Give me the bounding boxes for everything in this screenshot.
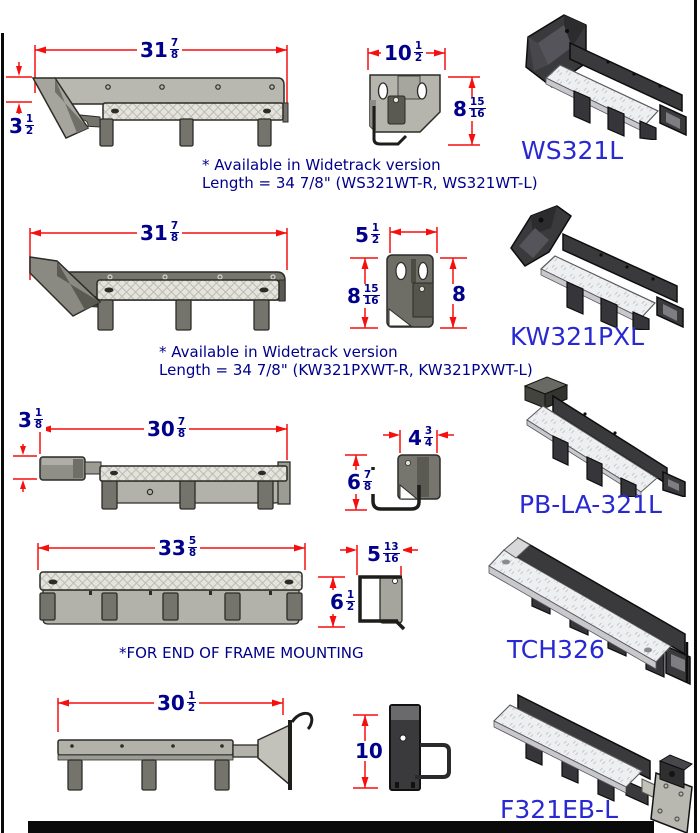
pb-la-321l-side-view-drawing <box>13 424 291 510</box>
ws321l-bracket-height-dim-lines <box>6 62 32 116</box>
ws321l-product-label: WS321L <box>521 136 624 165</box>
ws321l-product-image <box>525 14 687 140</box>
tch326-side-view-drawing <box>37 543 345 628</box>
tch326-note-line1: *FOR END OF FRAME MOUNTING <box>119 644 364 662</box>
f321eb-l-end-view-drawing <box>353 704 451 791</box>
pb-la-321l-end-view-drawing <box>345 430 454 511</box>
ws321l-note-line2: Length = 34 7/8" (WS321WT-R, WS321WT-L) <box>202 173 538 192</box>
kw321pxl-end-view-drawing <box>350 227 467 329</box>
kw321pxl-side-view-drawing <box>29 228 288 331</box>
kw321pxl-note: * Available in Widetrack version Length … <box>159 343 533 379</box>
pb-la-321l-product-label: PB-LA-321L <box>519 490 662 519</box>
kw321pxl-product-image <box>510 205 684 330</box>
tch326-product-image <box>488 536 691 686</box>
tch326-note: *FOR END OF FRAME MOUNTING <box>119 644 364 663</box>
ws321l-side-view-drawing <box>31 45 289 147</box>
kw321pxl-note-line2: Length = 34 7/8" (KW321PXWT-R, KW321PXWT… <box>159 360 533 379</box>
f321eb-l-product-image <box>493 693 694 833</box>
kw321pxl-note-line1: * Available in Widetrack version <box>159 343 398 361</box>
ws321l-note-line1: * Available in Widetrack version <box>202 156 441 174</box>
left-page-border <box>1 33 4 833</box>
ws321l-end-view-drawing <box>367 48 480 146</box>
f321eb-l-end-height-dim: 10 <box>352 741 386 761</box>
ws321l-note: * Available in Widetrack version Length … <box>202 156 538 192</box>
pb-la-321l-product-image <box>523 376 686 497</box>
kw321pxl-product-label: KW321PXL <box>510 322 645 351</box>
kw321pxl-end-height-right-dim: 8 <box>449 284 469 304</box>
bottom-page-border <box>28 821 654 833</box>
tch326-product-label: TCH326 <box>507 635 605 664</box>
right-page-border <box>694 0 697 833</box>
f321eb-l-product-label: F321EB-L <box>500 795 618 824</box>
f321eb-l-side-view-drawing <box>57 698 314 791</box>
tch326-end-view-drawing <box>340 545 418 631</box>
